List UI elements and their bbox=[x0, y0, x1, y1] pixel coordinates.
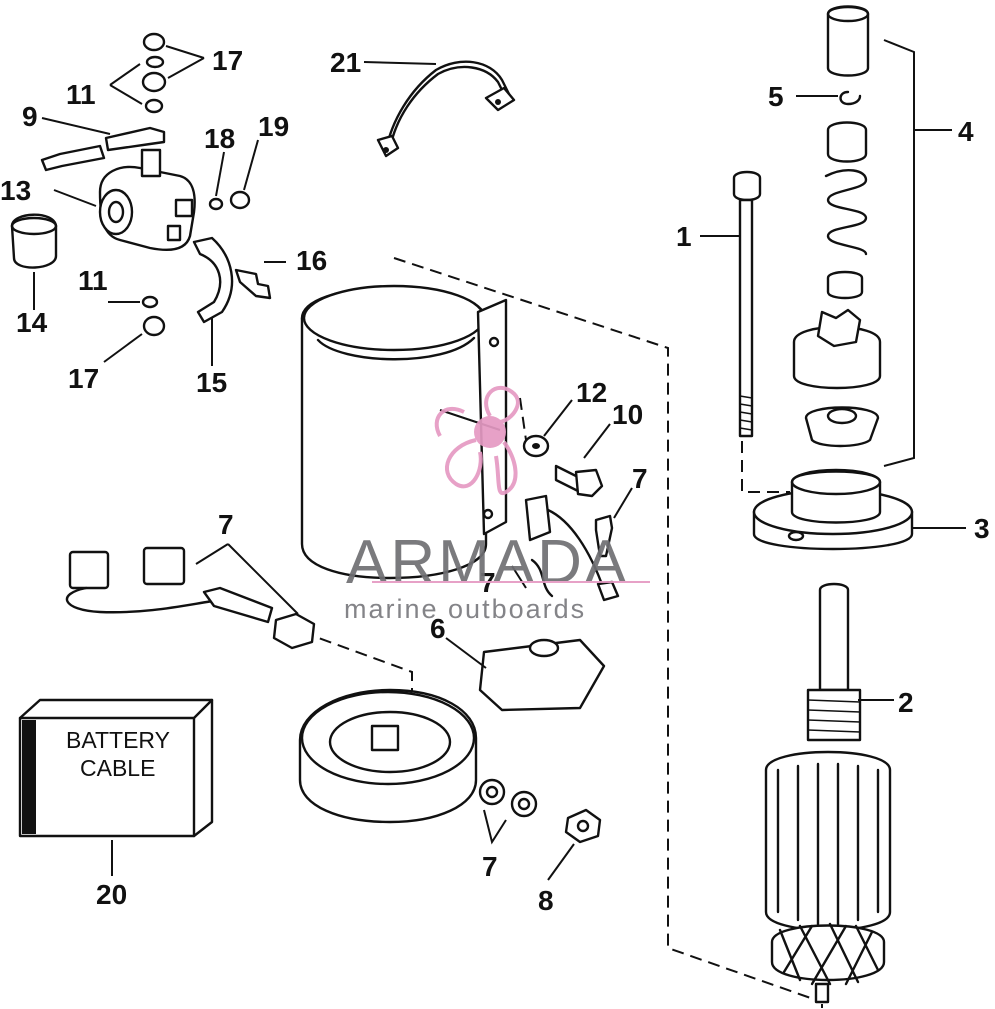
armature-part-2 bbox=[764, 582, 892, 1004]
callout-7-left: 7 bbox=[218, 509, 234, 540]
callout-4: 4 bbox=[958, 116, 974, 147]
callout-7-brush: 7 bbox=[632, 463, 648, 494]
watermark-title: ARMADA bbox=[346, 528, 629, 597]
callout-labels: 1 2 3 4 5 6 7 7 7 7 8 9 10 11 11 12 13 1… bbox=[0, 45, 990, 916]
callout-20: 20 bbox=[96, 879, 127, 910]
callout-9: 9 bbox=[22, 101, 38, 132]
drive-end-cap-part-3 bbox=[752, 468, 914, 551]
end-cap-assembly bbox=[298, 638, 606, 824]
callout-21: 21 bbox=[330, 47, 361, 78]
end-cap-fasteners bbox=[478, 778, 602, 844]
callout-17-bottom: 17 bbox=[68, 363, 99, 394]
callout-12: 12 bbox=[576, 377, 607, 408]
brush-lead-assembly bbox=[65, 546, 316, 650]
bracket-part-15 bbox=[192, 236, 272, 324]
ring-part-14 bbox=[10, 213, 58, 269]
battery-cable-line1: BATTERY bbox=[66, 727, 170, 753]
through-bolt-part-1 bbox=[732, 170, 762, 438]
battery-cable-line2: CABLE bbox=[80, 755, 155, 781]
frame-fasteners bbox=[522, 434, 620, 602]
callout-16: 16 bbox=[296, 245, 327, 276]
callout-10: 10 bbox=[612, 399, 643, 430]
cable-part-21 bbox=[376, 60, 516, 158]
callout-11-top: 11 bbox=[66, 79, 96, 110]
terminal-hardware-group bbox=[40, 32, 251, 337]
callout-14: 14 bbox=[16, 307, 48, 338]
callout-2: 2 bbox=[898, 687, 914, 718]
motor-frame-housing bbox=[300, 284, 508, 580]
callout-8: 8 bbox=[538, 885, 554, 916]
callout-6: 6 bbox=[430, 613, 446, 644]
battery-cable-box bbox=[18, 698, 214, 838]
leader-lines bbox=[33, 39, 966, 881]
callout-1: 1 bbox=[676, 221, 692, 252]
callout-17-top: 17 bbox=[212, 45, 243, 76]
callout-3: 3 bbox=[974, 513, 990, 544]
callout-15: 15 bbox=[196, 367, 227, 398]
solenoid-part-13 bbox=[98, 148, 196, 251]
callout-5: 5 bbox=[768, 81, 784, 112]
callout-7-washers: 7 bbox=[482, 851, 498, 882]
callout-18: 18 bbox=[204, 123, 235, 154]
drive-assembly-part-4 bbox=[792, 5, 882, 448]
propeller-logo-icon bbox=[434, 385, 520, 496]
callout-19: 19 bbox=[258, 111, 289, 142]
watermark-subtitle: marine outboards bbox=[344, 594, 586, 624]
armada-watermark: ARMADA marine outboards bbox=[344, 385, 650, 624]
callout-11-bottom: 11 bbox=[78, 265, 108, 296]
callout-13: 13 bbox=[0, 175, 31, 206]
